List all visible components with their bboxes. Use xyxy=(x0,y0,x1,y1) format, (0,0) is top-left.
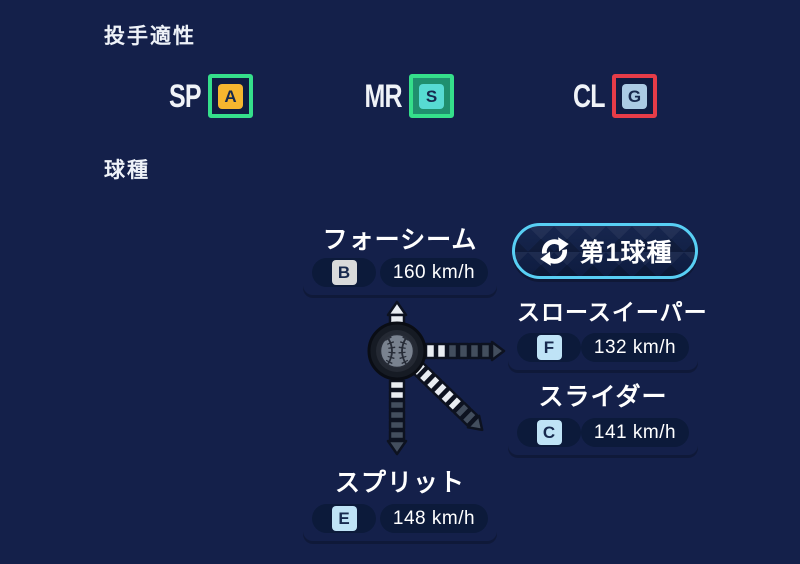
pitch-name: スロースイーパー xyxy=(517,299,708,325)
pitch-card-stats: F 132 km/h xyxy=(517,333,689,362)
first-pitch-selector-button[interactable]: 第1球種 xyxy=(512,223,698,279)
aptitude-item-sp: SP A xyxy=(118,74,253,118)
aptitude-mr-badge: S xyxy=(409,74,454,118)
pitch-speed-pill: 148 km/h xyxy=(380,504,488,533)
pitch-name: スプリット xyxy=(334,469,465,497)
aptitude-role-label: SP xyxy=(169,77,202,114)
arrow-up-icon xyxy=(386,300,408,326)
pitch-card-stats: B 160 km/h xyxy=(312,258,488,287)
swap-arrows-icon xyxy=(539,236,569,266)
pitch-card-slow-sweeper[interactable]: スロースイーパー F 132 km/h xyxy=(508,293,708,370)
pitch-card-fourseam[interactable]: フォーシーム B 160 km/h xyxy=(303,221,497,295)
pitch-card-stats: E 148 km/h xyxy=(312,504,488,533)
arrow-down-right-icon xyxy=(409,359,484,432)
first-pitch-selector-label: 第1球種 xyxy=(579,239,673,267)
aptitude-item-cl: CL G xyxy=(522,74,657,118)
baseball-icon xyxy=(367,321,427,381)
pitch-speed-pill: 132 km/h xyxy=(581,333,689,362)
aptitude-cl-badge: G xyxy=(612,74,657,118)
aptitude-item-mr: MR S xyxy=(319,74,454,118)
pitch-speed-pill: 141 km/h xyxy=(581,418,689,447)
pitch-speed-pill: 160 km/h xyxy=(380,258,488,287)
grade-letter: E xyxy=(331,506,357,531)
aptitude-sp-badge: A xyxy=(208,74,253,118)
aptitude-role-label: CL xyxy=(573,77,605,114)
grade-letter: A xyxy=(218,83,243,109)
pitch-name: スライダー xyxy=(538,383,668,411)
grade-letter: F xyxy=(536,335,562,360)
aptitude-section-title: 投手適性 xyxy=(104,25,196,48)
pitch-movement-diagram xyxy=(367,300,506,456)
pitch-grade-pill: F xyxy=(517,333,581,362)
pitch-grade-pill: B xyxy=(312,258,376,287)
pitch-card-split[interactable]: スプリット E 148 km/h xyxy=(303,464,497,541)
grade-letter: G xyxy=(622,83,647,109)
arrow-down-icon xyxy=(386,379,408,456)
arrow-right-icon xyxy=(424,340,506,362)
pitch-grade-pill: C xyxy=(517,418,581,447)
grade-letter: B xyxy=(331,260,357,285)
grade-letter: C xyxy=(536,420,562,445)
pitch-card-stats: C 141 km/h xyxy=(517,418,689,447)
aptitude-role-label: MR xyxy=(364,77,403,114)
pitch-name: フォーシーム xyxy=(322,226,478,254)
pitch-section-title: 球種 xyxy=(104,159,150,182)
pitch-card-slider[interactable]: スライダー C 141 km/h xyxy=(508,378,698,455)
pitch-grade-pill: E xyxy=(312,504,376,533)
grade-letter: S xyxy=(419,83,444,109)
